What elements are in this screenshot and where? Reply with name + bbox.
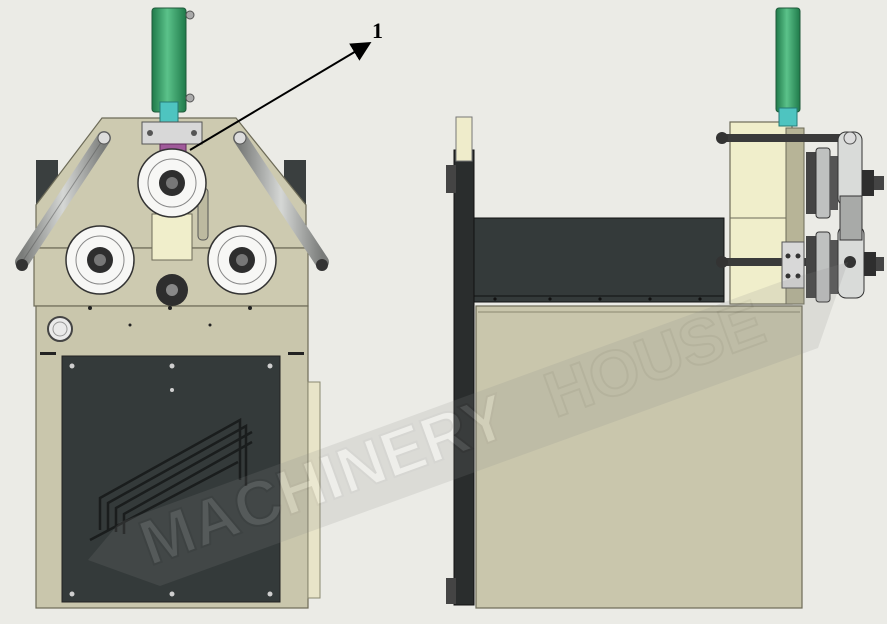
top-roller [137,148,207,218]
callout-1-label: 1 [372,18,383,43]
side-rod-upper [722,134,852,142]
hydraulic-rod-front [159,101,179,123]
side-back-cap [455,116,473,162]
side-hydraulic-cylinder [775,7,801,113]
callout-1-arrow [189,41,372,151]
left-bottom-roller [65,225,135,295]
front-slot-right [288,352,304,355]
front-access-panel [61,355,281,603]
pressure-gauge-icon [47,316,73,342]
front-panel-fasteners [69,363,273,597]
side-view [446,7,884,609]
side-back-plate [453,149,475,606]
side-upper-bolts [493,297,702,301]
right-bottom-roller [207,225,277,295]
side-cabinet [475,305,803,609]
side-upper-body [473,217,725,303]
right-guide-rod [233,131,329,269]
front-view [15,7,329,609]
front-panel-vents [89,417,253,542]
side-back-clip-top [446,165,456,193]
front-slot-left [40,352,56,355]
front-side-door-edge [307,381,321,599]
hydraulic-cylinder [151,7,187,113]
center-shaft-housing [151,213,193,261]
side-back-clip-bottom [446,578,456,604]
hydraulic-rod-side [778,107,798,127]
front-housing-bolts [88,306,252,327]
drive-hub [156,274,188,306]
side-roller-link [839,195,863,241]
